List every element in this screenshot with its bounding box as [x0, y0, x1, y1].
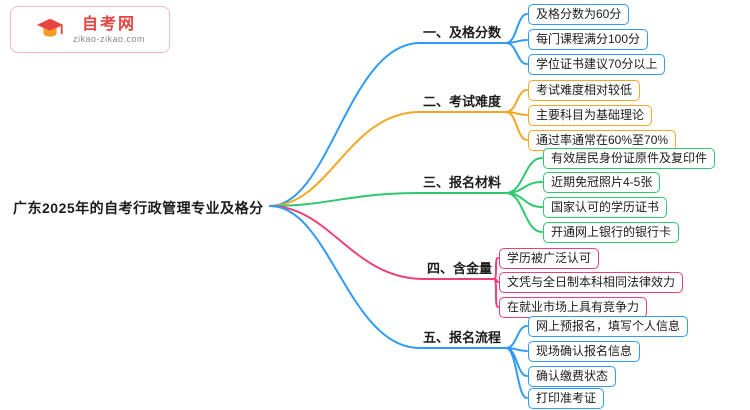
branch-value: 四、含金量: [427, 261, 493, 276]
branch-passing-score: 一、及格分数: [423, 25, 502, 40]
branch-registration-materials: 三、报名材料: [423, 175, 502, 190]
site-name: 自考网: [81, 15, 136, 33]
leaf-node: 打印准考证: [528, 388, 605, 409]
leaf-node: 确认缴费状态: [528, 366, 617, 387]
leaf-node: 国家认可的学历证书: [543, 197, 668, 218]
leaf-node: 每门课程满分100分: [528, 29, 649, 50]
logo-text: 自考网 zikao-zikao.com: [73, 16, 145, 44]
leaf-node: 学历被广泛认可: [499, 248, 600, 269]
leaf-node: 学位证书建议70分以上: [528, 54, 666, 75]
leaf-node: 网上预报名，填写个人信息: [528, 316, 689, 337]
branch-registration-process: 五、报名流程: [423, 330, 502, 345]
branch-3-links: [269, 157, 543, 233]
logo-box: 自考网 zikao-zikao.com: [10, 6, 170, 53]
leaf-node: 主要科目为基础理论: [528, 105, 653, 126]
leaf-node: 近期免冠照片4-5张: [543, 172, 661, 193]
branch-4-links: [269, 205, 499, 308]
leaf-node: 及格分数为60分: [528, 4, 630, 25]
leaf-node: 现场确认报名信息: [528, 341, 641, 362]
graduation-cap-icon: [35, 15, 65, 45]
leaf-node: 文凭与全日制本科相同法律效力: [499, 272, 684, 293]
branch-exam-difficulty: 二、考试难度: [423, 94, 502, 109]
mindmap-root-node: 广东2025年的自考行政管理专业及格分: [13, 200, 264, 216]
branch-1-links: [269, 13, 528, 207]
site-url: zikao-zikao.com: [72, 33, 146, 44]
leaf-node: 开通网上银行的银行卡: [543, 222, 680, 243]
leaf-node: 在就业市场上具有竞争力: [499, 297, 648, 318]
leaf-node: 有效居民身份证原件及复印件: [543, 148, 716, 169]
leaf-node: 考试难度相对较低: [528, 80, 641, 101]
branch-5-links: [269, 205, 528, 399]
branch-2-links: [269, 89, 528, 207]
